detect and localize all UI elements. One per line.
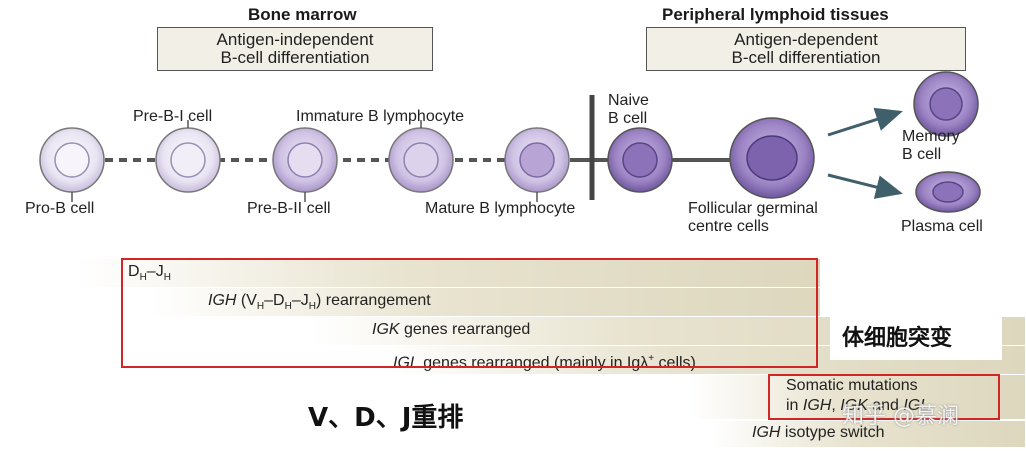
immature-b-lymphocyte-label: Immature B lymphocyte xyxy=(296,108,465,125)
naive-b-cell-label-line2: B cell xyxy=(608,110,648,127)
watermark-text: 知乎 @慕澜 xyxy=(842,404,959,429)
b-cell-differentiation-diagram xyxy=(39,71,981,213)
memory-b-cell-label-line2: B cell xyxy=(902,146,942,163)
somatic-mutation-cn-label: 体细胞突变 xyxy=(842,326,953,351)
naive-b-cell-label-line1: Naive xyxy=(608,92,649,109)
antigen-dependent-box: Antigen-dependent B-cell differentiation xyxy=(646,27,966,71)
dh-jh-text: DH–JH xyxy=(128,263,171,284)
antigen-independent-line1: Antigen-independent xyxy=(216,30,374,49)
peripheral-tissues-header: Peripheral lymphoid tissues xyxy=(662,5,889,24)
naive-b-cell-icon xyxy=(607,127,673,193)
band-isotype xyxy=(710,421,1025,447)
memory-b-cell-icon xyxy=(913,71,979,137)
pre-b-ii-cell-icon xyxy=(272,127,338,193)
vdj-rearrangement-cn-label: V、D、J重排 xyxy=(308,403,464,433)
somatic-cn-label-bg xyxy=(830,310,1002,360)
igk-rearranged-text: IGK genes rearranged xyxy=(372,321,531,338)
band-igh xyxy=(150,288,820,316)
pre-b-i-cell-icon xyxy=(155,127,221,193)
isotype-switch-text: IGH isotype switch xyxy=(752,424,885,441)
bone-marrow-header: Bone marrow xyxy=(248,5,357,24)
antigen-independent-line2: B-cell differentiation xyxy=(220,48,370,67)
arrow-to-plasma xyxy=(827,173,903,199)
plasma-cell-icon xyxy=(915,171,981,213)
plasma-cell-label: Plasma cell xyxy=(901,218,983,235)
pre-b-ii-cell-label: Pre-B-II cell xyxy=(247,200,331,217)
vdj-rearrangement-redbox xyxy=(121,258,818,368)
arrow-to-memory xyxy=(827,107,903,137)
band-somatic xyxy=(690,375,1025,419)
follicular-label-line2: centre cells xyxy=(688,218,769,235)
band-dh-jh xyxy=(75,259,820,287)
somatic-mutations-line1: Somatic mutations xyxy=(786,377,918,394)
igh-rearrangement-text: IGH (VH–DH–JH) rearrangement xyxy=(208,292,431,313)
antigen-independent-box: Antigen-independent B-cell differentiati… xyxy=(157,27,433,71)
memory-b-cell-label-line1: Memory xyxy=(902,128,960,145)
mature-b-cell-icon xyxy=(504,127,570,193)
antigen-dependent-line1: Antigen-dependent xyxy=(734,30,878,49)
follicular-germinal-cell-icon xyxy=(729,117,815,199)
follicular-label-line1: Follicular germinal xyxy=(688,200,818,217)
pre-b-i-cell-label: Pre-B-I cell xyxy=(133,108,213,125)
pro-b-cell-label: Pro-B cell xyxy=(25,200,95,217)
mature-b-lymphocyte-label: Mature B lymphocyte xyxy=(425,200,576,217)
antigen-dependent-line2: B-cell differentiation xyxy=(731,48,881,67)
immature-b-cell-icon xyxy=(388,127,454,193)
somatic-mutations-line2: in IGH, IGK and IGL xyxy=(786,397,930,414)
somatic-mutation-redbox xyxy=(768,374,1000,420)
pro-b-cell-icon xyxy=(39,127,105,193)
